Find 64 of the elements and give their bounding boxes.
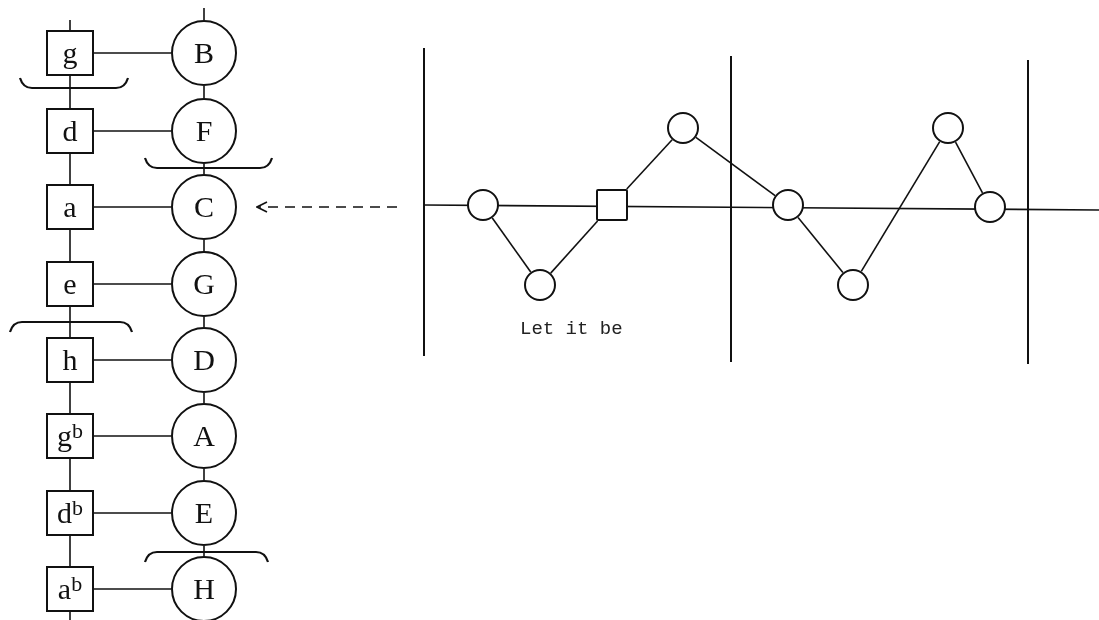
note-letter: F (195, 116, 213, 146)
connector-line (93, 512, 172, 514)
connector-line (203, 392, 205, 404)
connector-line (695, 136, 776, 197)
note-letter: D (193, 345, 215, 375)
connector-line (69, 229, 71, 262)
note-letter: h (62, 345, 78, 375)
note-letter: d (62, 116, 78, 146)
connector-line (625, 138, 673, 190)
connector-line (203, 545, 205, 557)
connector-line (203, 163, 205, 175)
letter-square (46, 566, 94, 612)
connector-line (549, 220, 599, 274)
connector-line (93, 359, 172, 361)
small-circle (524, 269, 556, 301)
small-circle (974, 191, 1006, 223)
note-letter: E (194, 498, 214, 528)
note-letter: g (62, 38, 78, 68)
connector-line (203, 85, 205, 99)
connector-line (93, 283, 172, 285)
note-letter: A (193, 421, 215, 451)
letter-square (46, 490, 94, 536)
connector-line (203, 316, 205, 328)
connector-line (69, 153, 71, 185)
letter-square (46, 108, 94, 154)
note-letter: G (193, 269, 215, 299)
note-letter: B (194, 38, 214, 68)
small-circle (467, 189, 499, 221)
connector-line (491, 217, 532, 273)
connector-line (954, 141, 984, 194)
small-circle (837, 269, 869, 301)
connector-line (203, 468, 205, 481)
connector-line (93, 206, 172, 208)
caption: Let it be (520, 318, 623, 340)
letter-square (46, 413, 94, 459)
connector-line (860, 140, 941, 273)
note-letter: a (63, 192, 77, 222)
connector-line (93, 435, 172, 437)
dashed-arrow (256, 201, 398, 213)
note-letter: H (193, 574, 215, 604)
connector-line (93, 52, 172, 54)
letter-square (46, 337, 94, 383)
connector-line (69, 535, 71, 567)
letter-square (46, 184, 94, 230)
letter-circle (171, 556, 237, 620)
connector-line (797, 216, 844, 274)
small-circle (667, 112, 699, 144)
connector-line (69, 458, 71, 491)
letter-square (46, 261, 94, 307)
connector-line (69, 75, 71, 109)
connector-line (69, 306, 71, 338)
connector-line (69, 382, 71, 414)
small-circle (932, 112, 964, 144)
small-circle (772, 189, 804, 221)
note-letter: a$^{b}$ (57, 574, 83, 604)
note-letter: d$^{b}$ (57, 498, 83, 528)
letter-square (46, 30, 94, 76)
connector-line (93, 588, 172, 590)
small-square (596, 189, 628, 221)
connector-line (203, 239, 205, 252)
note-letter: e (63, 269, 77, 299)
note-letter: C (194, 192, 214, 222)
note-letter: g$^{b}$ (57, 421, 83, 451)
connector-line (93, 130, 172, 132)
